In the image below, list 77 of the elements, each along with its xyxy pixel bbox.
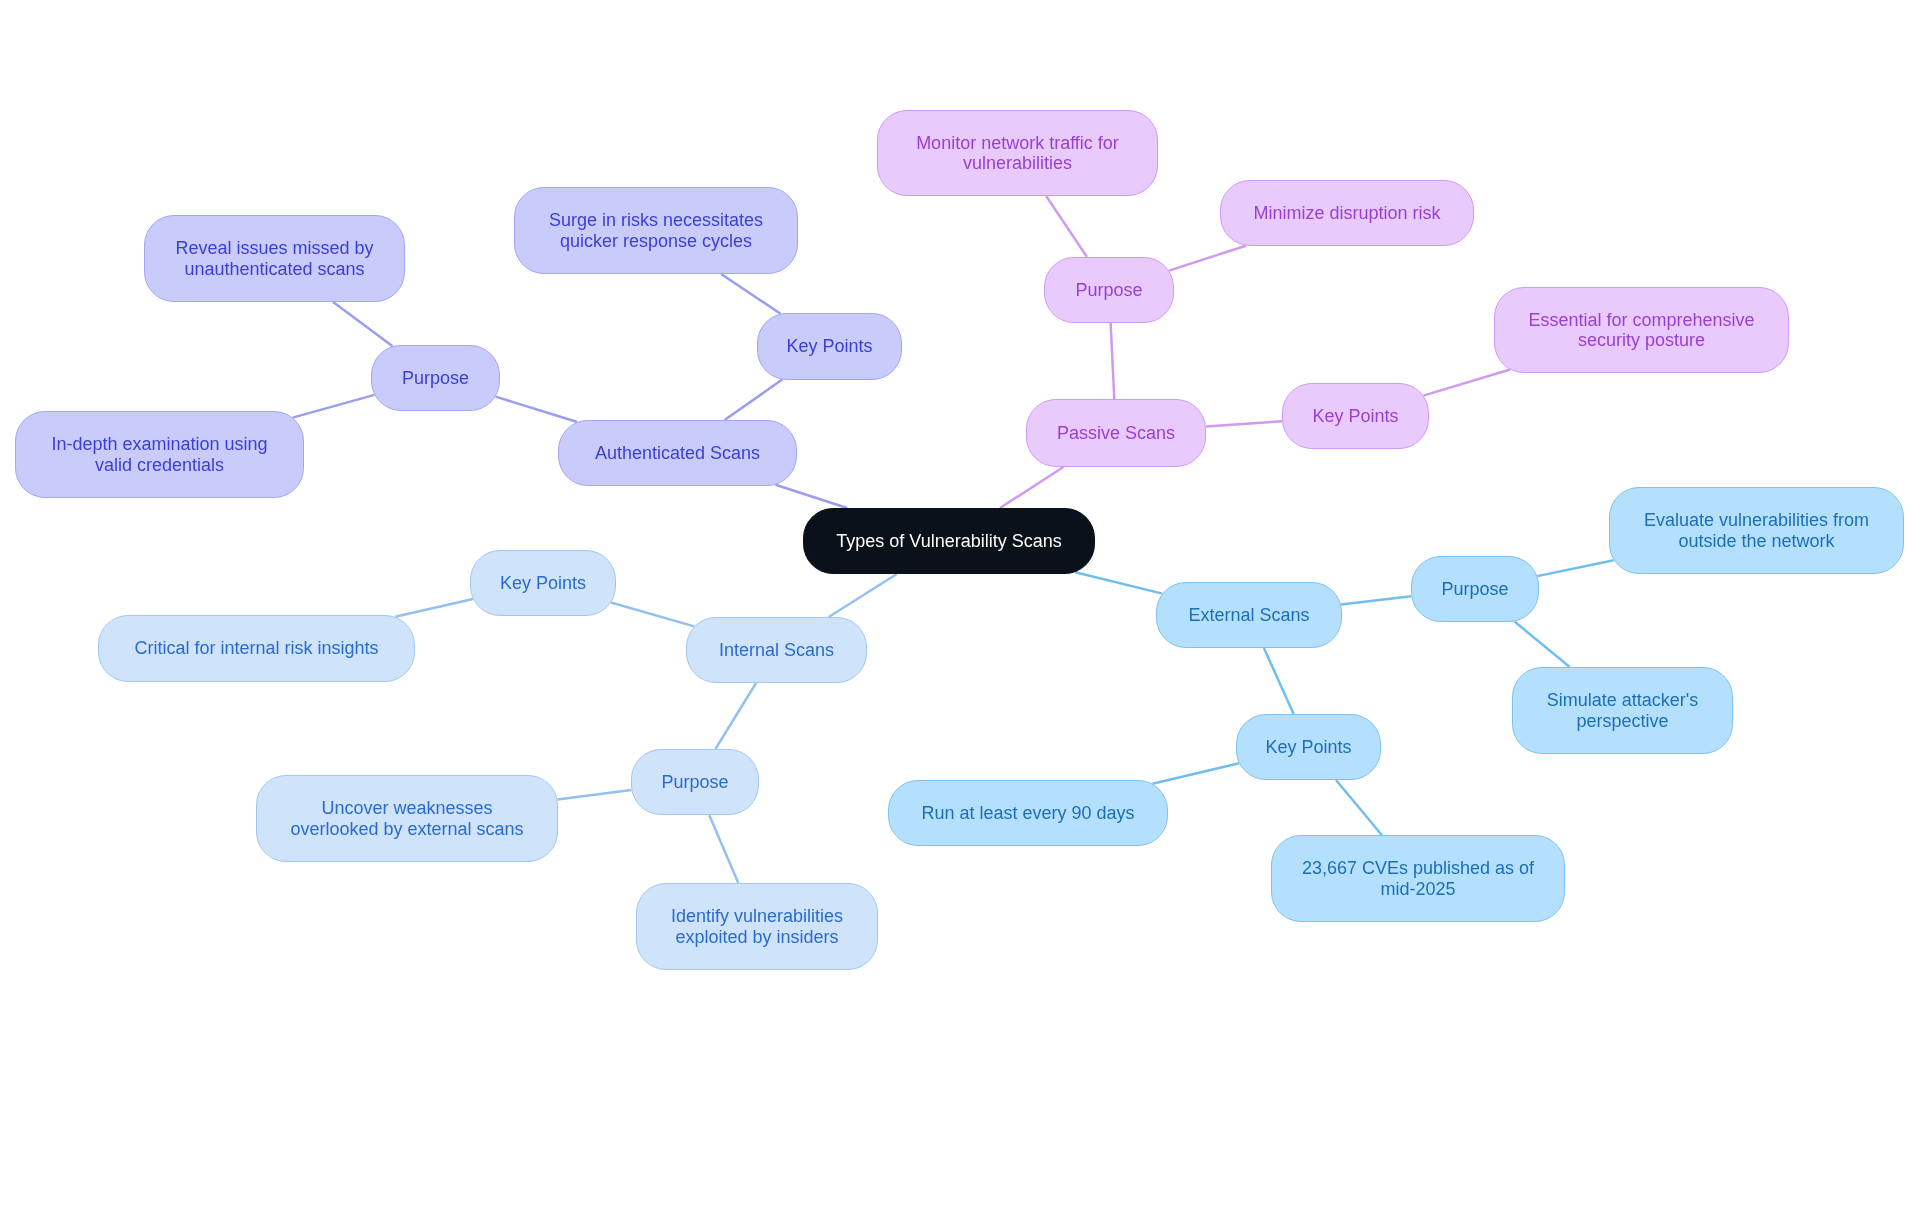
connector-line bbox=[610, 601, 695, 628]
mindmap-node bbox=[1236, 714, 1381, 780]
node-label: Identify vulnerabilities exploited by insiders bbox=[669, 906, 845, 947]
node-label: Monitor network traffic for vulnerabilities bbox=[915, 132, 1120, 174]
connector-line bbox=[1423, 368, 1511, 397]
node-label: Essential for comprehensive security posture bbox=[1527, 309, 1756, 351]
node-label: Surge in risks necessitates quicker response cycles bbox=[547, 210, 765, 251]
mindmap-node bbox=[514, 187, 798, 274]
node-label: Purpose bbox=[661, 771, 729, 793]
mindmap-node bbox=[1044, 257, 1174, 323]
node-label: 23,667 CVEs published as of mid-2025 bbox=[1300, 858, 1536, 899]
connector-line bbox=[1537, 558, 1614, 578]
mindmap-node bbox=[636, 883, 878, 970]
node-label: Key Points bbox=[499, 572, 586, 594]
connector-line bbox=[775, 483, 848, 510]
connector-line bbox=[1075, 571, 1163, 595]
connector-line bbox=[1109, 322, 1116, 400]
node-label: External Scans bbox=[1188, 604, 1310, 626]
node-label: Simulate attacker's perspective bbox=[1545, 690, 1700, 731]
mindmap-node bbox=[98, 615, 415, 682]
connector-line bbox=[557, 788, 632, 801]
connector-line bbox=[1045, 195, 1089, 258]
mindmap-node bbox=[144, 215, 405, 302]
connector-line bbox=[1152, 762, 1240, 785]
node-label: Evaluate vulnerabilities from outside the network bbox=[1642, 510, 1871, 551]
mindmap-node bbox=[686, 617, 867, 683]
mindmap-node bbox=[1220, 180, 1474, 246]
node-label: Critical for internal risk insights bbox=[134, 638, 379, 659]
connector-line bbox=[292, 393, 375, 419]
mindmap-node bbox=[256, 775, 558, 862]
mindmap-node bbox=[15, 411, 304, 498]
mindmap-node bbox=[1156, 582, 1342, 648]
connector-line bbox=[720, 272, 782, 315]
connector-line bbox=[828, 572, 898, 619]
mindmap-node bbox=[558, 420, 797, 486]
mindmap-node bbox=[631, 749, 759, 815]
node-label: Passive Scans bbox=[1056, 422, 1176, 444]
connector-line bbox=[999, 465, 1065, 510]
mindmap-node bbox=[877, 110, 1158, 196]
node-label: Types of Vulnerability Scans bbox=[836, 530, 1062, 552]
node-label: Minimize disruption risk bbox=[1253, 202, 1441, 224]
node-label: Internal Scans bbox=[718, 639, 835, 661]
node-label: In-depth examination using valid credentials bbox=[50, 434, 269, 475]
connector-line bbox=[1262, 647, 1295, 715]
connector-line bbox=[1205, 419, 1283, 428]
connector-line bbox=[1168, 244, 1247, 272]
mindmap-node bbox=[470, 550, 616, 616]
mindmap-node bbox=[888, 780, 1168, 846]
mindmap-node bbox=[1411, 556, 1539, 622]
mindmap-node bbox=[371, 345, 500, 411]
node-label: Purpose bbox=[401, 367, 469, 389]
node-label: Authenticated Scans bbox=[594, 442, 761, 464]
mindmap-node bbox=[1494, 287, 1789, 373]
connector-line bbox=[394, 597, 474, 618]
connector-line bbox=[708, 814, 740, 884]
mindmap-node bbox=[757, 313, 902, 380]
mindmap-node bbox=[1512, 667, 1733, 754]
connector-line bbox=[1335, 779, 1383, 836]
connector-line bbox=[723, 378, 783, 422]
node-label: Purpose bbox=[1441, 578, 1509, 600]
connector-line bbox=[714, 682, 758, 750]
connector-line bbox=[495, 395, 578, 424]
mindmap-node bbox=[1026, 399, 1206, 467]
node-label: Reveal issues missed by unauthenticated scans bbox=[174, 238, 375, 279]
mindmap-node bbox=[1282, 383, 1429, 449]
node-label: Key Points bbox=[1312, 405, 1399, 427]
node-label: Key Points bbox=[786, 336, 873, 357]
central-topic-node bbox=[803, 508, 1095, 574]
connector-line bbox=[1340, 595, 1412, 606]
node-label: Uncover weaknesses overlooked by external scans bbox=[289, 798, 525, 839]
mindmap-node bbox=[1609, 487, 1904, 574]
mindmap-node bbox=[1271, 835, 1565, 922]
connector-line bbox=[332, 301, 394, 348]
node-label: Key Points bbox=[1265, 736, 1352, 758]
node-label: Run at least every 90 days bbox=[921, 802, 1135, 824]
connector-line bbox=[1513, 620, 1571, 668]
node-label: Purpose bbox=[1075, 279, 1143, 301]
